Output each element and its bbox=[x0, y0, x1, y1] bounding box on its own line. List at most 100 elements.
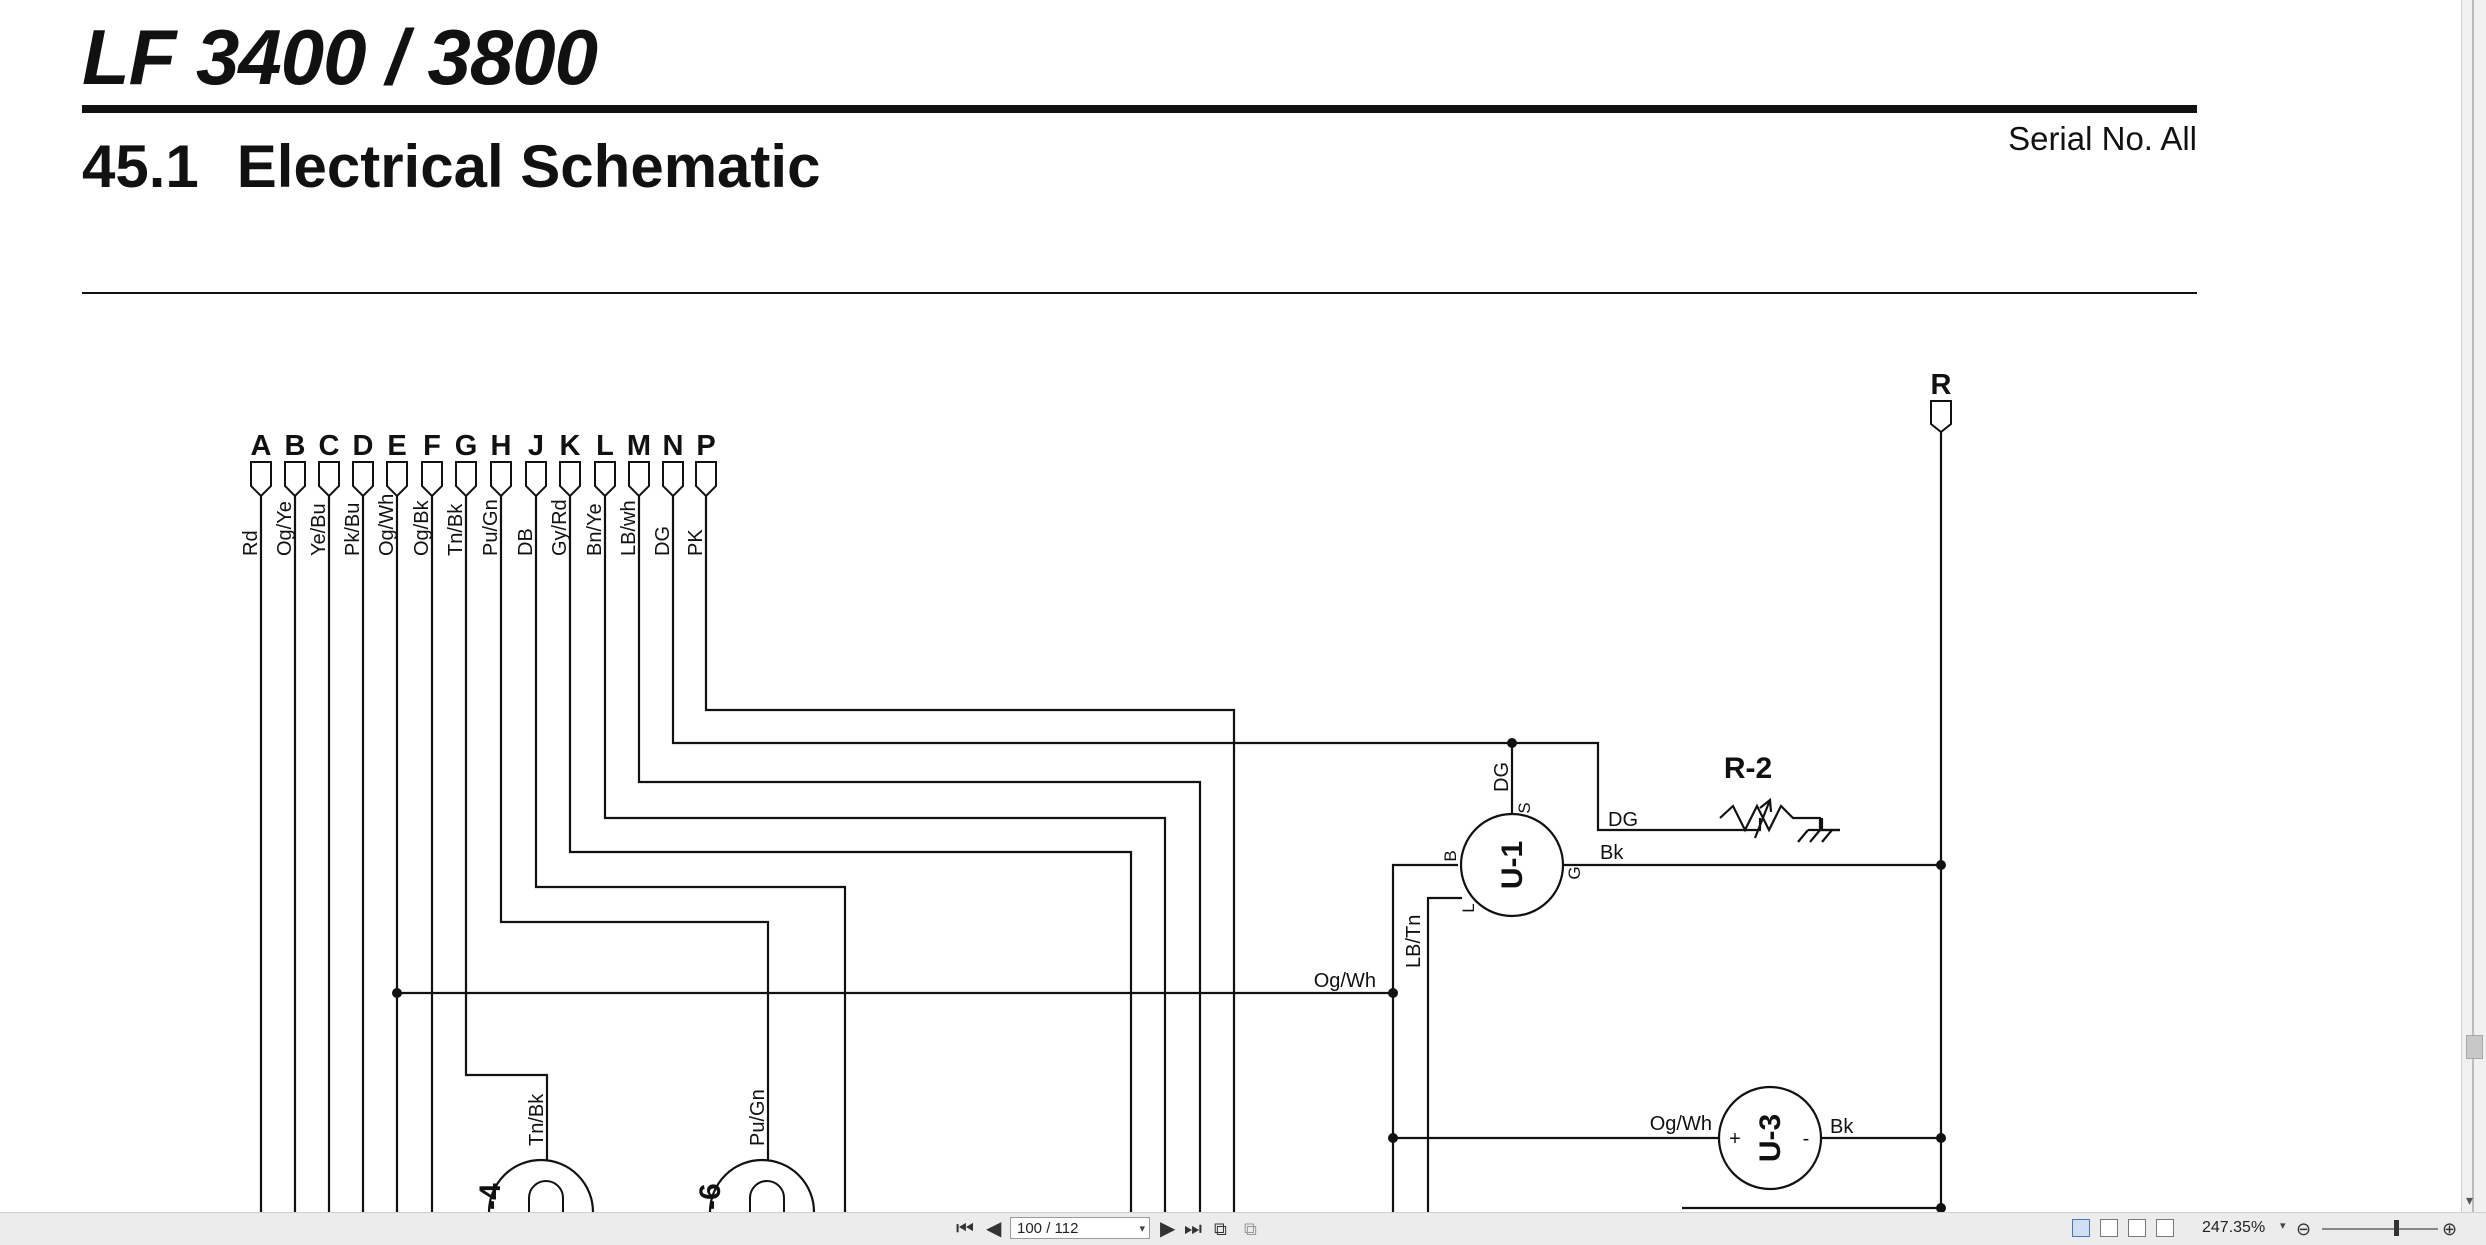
wire-color-label: Pk/Bu bbox=[342, 503, 364, 556]
terminal-shape bbox=[662, 461, 684, 498]
scroll-thumb[interactable] bbox=[2466, 1035, 2483, 1059]
terminal-r: R bbox=[1930, 369, 1952, 434]
rotate-page-icon[interactable]: ⧉ bbox=[1214, 1219, 1227, 1239]
wire-color-label: Og/Wh bbox=[376, 494, 398, 556]
wire-color-label: Bn/Ye bbox=[584, 503, 606, 556]
wire-label-bk-u3: Bk bbox=[1830, 1116, 1854, 1138]
title-rule bbox=[82, 105, 2197, 113]
terminal-label: E bbox=[387, 430, 406, 462]
terminal-a: A Rd bbox=[240, 430, 272, 556]
wire-color-label: Gy/Rd bbox=[549, 499, 571, 556]
page-number-input[interactable]: 100 / 112 ▾ bbox=[1010, 1217, 1150, 1239]
wire-label-pu-gn: Pu/Gn bbox=[747, 1089, 769, 1146]
wire-label-bk-u1: Bk bbox=[1600, 842, 1624, 864]
connector-terminals: A Rd B Og/Ye CYe/Bu D Pk/Bu E Og/Wh F Og/Bk G Tn/Bk H… bbox=[240, 430, 717, 556]
terminal-label: A bbox=[251, 430, 272, 462]
scroll-down-icon[interactable]: ▾ bbox=[2466, 1192, 2474, 1208]
wire-color-label: DG bbox=[652, 526, 674, 556]
terminal-p: PPK bbox=[685, 430, 717, 556]
last-page-icon[interactable]: ⏭ bbox=[1184, 1218, 1202, 1240]
document-title: LF 3400 / 3800 bbox=[82, 13, 598, 101]
terminal-label: F bbox=[423, 430, 441, 462]
terminal-label: K bbox=[560, 430, 581, 462]
partial-component-mid: -6 bbox=[694, 1158, 816, 1212]
wire-color-label: Rd bbox=[240, 530, 262, 556]
terminal-m: M LB/wh bbox=[618, 430, 651, 556]
page-dropdown-icon[interactable]: ▾ bbox=[1139, 1223, 1145, 1235]
terminal-label: N bbox=[663, 430, 684, 462]
terminal-label: J bbox=[528, 430, 544, 462]
continuous-view-icon[interactable] bbox=[2100, 1219, 2118, 1237]
u3-plus: + bbox=[1729, 1128, 1741, 1150]
section-rule bbox=[82, 292, 2197, 294]
extract-page-icon[interactable]: ⧉ bbox=[1244, 1219, 1257, 1239]
terminal-label: M bbox=[627, 430, 651, 462]
terminal-shape bbox=[559, 461, 581, 498]
continuous-two-page-view-icon[interactable] bbox=[2156, 1219, 2174, 1237]
wire-color-label: LB/wh bbox=[618, 500, 640, 556]
terminal-label: H bbox=[491, 430, 512, 462]
page-number-text: 100 / 112 bbox=[1017, 1220, 1079, 1237]
terminal-shape bbox=[594, 461, 616, 498]
next-page-icon[interactable]: ▶ bbox=[1160, 1218, 1176, 1240]
u1-label: U-1 bbox=[1496, 841, 1529, 889]
wire-color-label: Og/Bk bbox=[411, 499, 433, 556]
section-number: 45.1 bbox=[82, 133, 199, 200]
partial-component-left: -4 bbox=[474, 1158, 595, 1212]
junction-dots bbox=[392, 738, 1946, 1212]
left-component-label: -4 bbox=[474, 1183, 507, 1210]
first-page-icon[interactable]: ⏮ bbox=[956, 1218, 974, 1240]
wire-label-og-wh-bus: Og/Wh bbox=[1314, 970, 1376, 992]
terminal-shape bbox=[490, 461, 512, 498]
section-title: Electrical Schematic bbox=[236, 133, 821, 200]
wire-color-label: Tn/Bk bbox=[445, 503, 467, 556]
electrical-schematic: ARdBOg/YeCYe/BuDPk/BuEOg/WhFOg/BkGTn/BkH… bbox=[240, 369, 1952, 1212]
section-heading: 45.1 Electrical Schematic bbox=[82, 132, 820, 201]
terminal-c: CYe/Bu bbox=[308, 430, 340, 556]
two-page-view-icon[interactable] bbox=[2128, 1219, 2146, 1237]
terminal-label: B bbox=[285, 430, 306, 462]
terminal-f: F Og/Bk bbox=[411, 430, 443, 556]
terminal-k: K Gy/Rd bbox=[549, 430, 581, 556]
terminal-shape bbox=[318, 461, 340, 498]
u1-pin-g: G bbox=[1565, 866, 1584, 879]
terminal-b: B Og/Ye bbox=[274, 430, 306, 556]
terminal-shape bbox=[421, 461, 443, 498]
r2-label: R-2 bbox=[1724, 752, 1772, 785]
serial-number: Serial No. All bbox=[2008, 120, 2197, 157]
wire-color-label: DB bbox=[515, 528, 537, 556]
wires bbox=[259, 432, 1943, 1212]
zoom-out-icon[interactable]: ⊖ bbox=[2296, 1219, 2312, 1239]
terminal-label: P bbox=[696, 430, 715, 462]
terminal-shape bbox=[250, 461, 272, 498]
viewer-toolbar: ⏮ ◀ 100 / 112 ▾ ▶ ⏭ ⧉ ⧉ 247.35% ▾ ⊖ ⊕ bbox=[0, 1212, 2486, 1245]
wire-color-label: Og/Ye bbox=[274, 501, 296, 556]
wire-label-dg-top: DG bbox=[1491, 762, 1513, 792]
u3-component: U-3 + - bbox=[1717, 1085, 1823, 1191]
terminal-shape bbox=[628, 461, 650, 498]
terminal-shape bbox=[284, 461, 306, 498]
vertical-scrollbar[interactable]: ▾ bbox=[2461, 0, 2486, 1212]
wire-label-og-wh-u3: Og/Wh bbox=[1650, 1113, 1712, 1135]
zoom-slider-thumb[interactable] bbox=[2394, 1220, 2399, 1236]
terminal-r-label: R bbox=[1931, 369, 1952, 401]
terminal-shape bbox=[352, 461, 374, 498]
terminal-shape bbox=[525, 461, 547, 498]
single-page-view-icon[interactable] bbox=[2072, 1219, 2090, 1237]
terminal-label: L bbox=[596, 430, 614, 462]
wire-label-dg-r2: DG bbox=[1608, 809, 1638, 831]
terminal-label: D bbox=[353, 430, 374, 462]
zoom-level[interactable]: 247.35% bbox=[2202, 1219, 2266, 1236]
zoom-slider[interactable] bbox=[2322, 1228, 2438, 1230]
zoom-dropdown-icon[interactable]: ▾ bbox=[2280, 1220, 2286, 1232]
zoom-in-icon[interactable]: ⊕ bbox=[2442, 1219, 2458, 1239]
terminal-shape bbox=[386, 461, 408, 498]
u1-pin-s: S bbox=[1515, 802, 1534, 813]
terminal-n: N DG bbox=[652, 430, 684, 556]
u3-label: U-3 bbox=[1754, 1114, 1787, 1162]
terminal-l: L Bn/Ye bbox=[584, 430, 616, 556]
terminal-j: J DB bbox=[515, 430, 547, 556]
terminal-label: G bbox=[455, 430, 478, 462]
prev-page-icon[interactable]: ◀ bbox=[986, 1218, 1002, 1240]
